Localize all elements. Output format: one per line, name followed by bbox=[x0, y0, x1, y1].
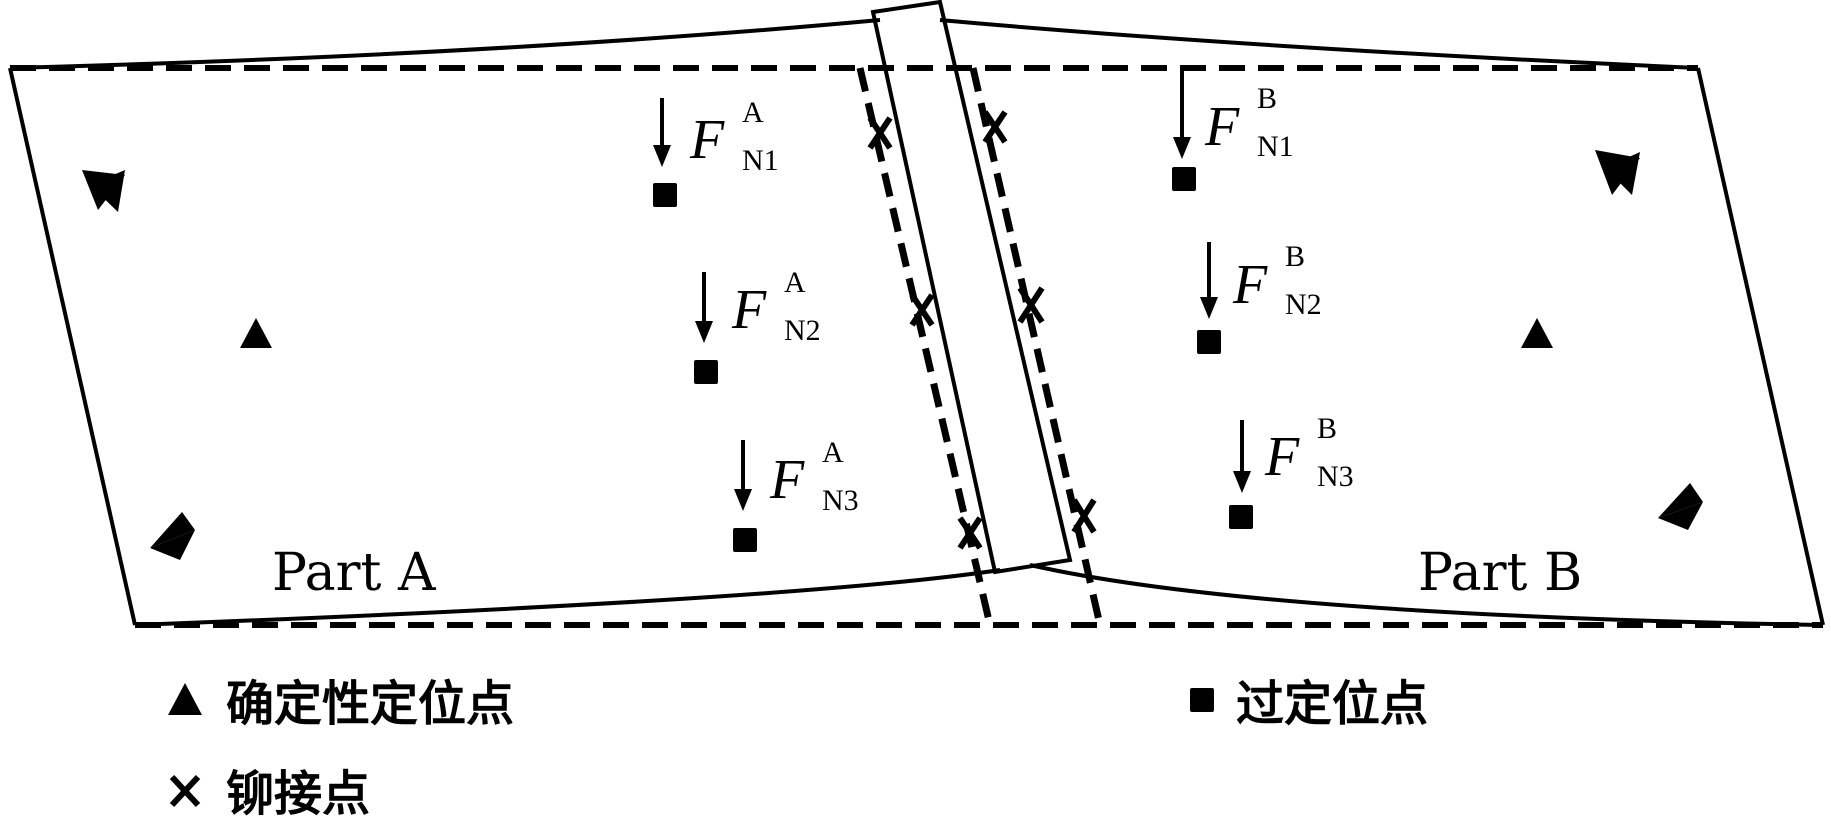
over-point-icon bbox=[1229, 505, 1253, 529]
force-label-b2: F bbox=[1232, 254, 1268, 316]
legend-cross-icon bbox=[169, 774, 201, 808]
rivet-point-icon bbox=[867, 116, 893, 150]
arrow-down-icon bbox=[1200, 242, 1218, 319]
joint-strip-solid bbox=[870, 0, 1073, 575]
over-point-icon bbox=[653, 183, 677, 207]
nominal-outline bbox=[10, 65, 1823, 628]
over-point-icon bbox=[694, 360, 718, 384]
force-label-b1: F bbox=[1204, 96, 1240, 158]
legend-deterministic-label: 确定性定位点 bbox=[226, 676, 514, 732]
over-points bbox=[653, 167, 1253, 552]
force-b3-sub: N3 bbox=[1317, 460, 1354, 493]
deterministic-point-icon bbox=[240, 318, 272, 348]
over-point-icon bbox=[733, 528, 757, 552]
over-point-icon bbox=[1197, 330, 1221, 354]
part-b-outline bbox=[939, 18, 1825, 627]
force-a1-sub: N1 bbox=[742, 144, 779, 177]
force-label-a3: F bbox=[769, 449, 805, 511]
rivet-point-icon bbox=[1017, 286, 1045, 324]
arrow-down-icon bbox=[1233, 420, 1251, 493]
force-label-b3: F bbox=[1264, 426, 1300, 488]
force-a2-sup: A bbox=[784, 266, 806, 299]
rivet-points bbox=[867, 110, 1097, 550]
force-label-a2: F bbox=[731, 279, 767, 341]
force-a1-sup: A bbox=[742, 96, 764, 129]
rivet-point-icon bbox=[982, 110, 1008, 144]
force-b1-sub: N1 bbox=[1257, 130, 1294, 163]
part-b-label: Part B bbox=[1418, 543, 1582, 603]
force-a3-sub: N3 bbox=[822, 484, 859, 517]
force-labels: F A N1 F A N2 F A N3 F B N1 F B N2 F B N… bbox=[689, 82, 1354, 517]
rivet-point-icon bbox=[957, 516, 983, 550]
part-a-outline bbox=[8, 18, 1001, 627]
force-b3-sup: B bbox=[1317, 412, 1337, 445]
force-arrows bbox=[653, 70, 1251, 511]
clamp-icon bbox=[150, 512, 195, 560]
arrow-down-icon bbox=[734, 440, 752, 511]
rivet-point-icon bbox=[1071, 498, 1097, 534]
clamp-icon bbox=[1658, 483, 1703, 530]
deterministic-point-icon bbox=[1521, 318, 1553, 348]
legend: 确定性定位点 过定位点 铆接点 bbox=[168, 676, 1428, 822]
legend-over-label: 过定位点 bbox=[1236, 676, 1428, 732]
clamp-symbols bbox=[82, 150, 1703, 560]
legend-square-icon bbox=[1190, 688, 1214, 712]
force-b2-sup: B bbox=[1285, 240, 1305, 273]
part-a-label: Part A bbox=[272, 543, 437, 603]
clamp-icon bbox=[82, 170, 125, 212]
arrow-down-icon bbox=[653, 98, 671, 167]
force-label-a1: F bbox=[689, 109, 725, 171]
arrow-down-icon bbox=[695, 272, 713, 343]
arrow-down-icon bbox=[1173, 70, 1191, 159]
legend-triangle-icon bbox=[168, 683, 202, 715]
force-a2-sub: N2 bbox=[784, 314, 821, 347]
legend-rivet-label: 铆接点 bbox=[226, 766, 370, 822]
force-b1-sup: B bbox=[1257, 82, 1277, 115]
clamp-icon bbox=[1595, 150, 1640, 195]
over-point-icon bbox=[1172, 167, 1196, 191]
deterministic-points bbox=[240, 318, 1553, 348]
force-b2-sub: N2 bbox=[1285, 288, 1322, 321]
force-a3-sup: A bbox=[822, 436, 844, 469]
rivet-point-icon bbox=[909, 293, 935, 327]
